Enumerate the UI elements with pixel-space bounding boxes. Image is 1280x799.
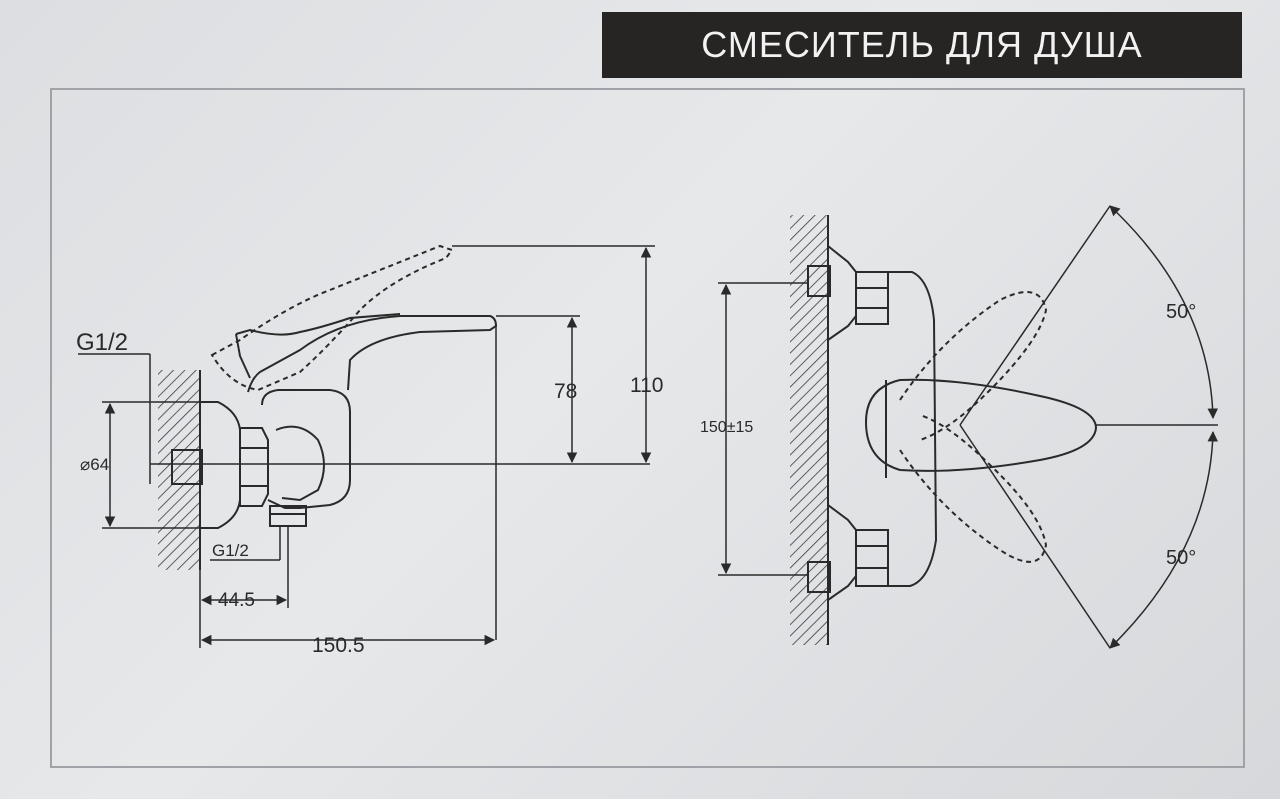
front-lower-nut (855, 529, 889, 587)
label-angle-up: 50° (1166, 301, 1196, 323)
front-upper-nut (855, 271, 889, 325)
side-wall-hatch (158, 370, 200, 570)
side-view (150, 244, 650, 640)
drawing-frame (50, 88, 1245, 768)
front-lever-up (899, 291, 1048, 441)
side-lever-raised (210, 244, 454, 392)
label-angle-down: 50° (1166, 547, 1196, 569)
label-total-length: 150.5 (312, 634, 365, 657)
side-body (261, 389, 351, 509)
label-outlet-thread: G1/2 (212, 541, 249, 560)
side-hex-nut (239, 427, 269, 507)
product-title: СМЕСИТЕЛЬ ДЛЯ ДУША (602, 12, 1242, 78)
label-center-distance: 150±15 (700, 419, 753, 436)
front-view (790, 205, 1219, 649)
label-outlet-offset: 44.5 (218, 590, 255, 611)
side-flange (200, 401, 241, 529)
front-dimensions (718, 282, 808, 576)
side-dimensions (78, 245, 655, 648)
label-inlet-thread: G1/2 (76, 329, 128, 356)
label-lever-height: 110 (630, 374, 663, 397)
side-pipe-stub (171, 449, 203, 485)
front-lever-down (899, 414, 1048, 563)
side-lever (247, 315, 498, 393)
front-body (888, 271, 938, 587)
label-flange-diameter: ⌀64 (80, 455, 109, 474)
front-lever (864, 378, 1098, 472)
label-spout-height: 78 (554, 380, 577, 403)
